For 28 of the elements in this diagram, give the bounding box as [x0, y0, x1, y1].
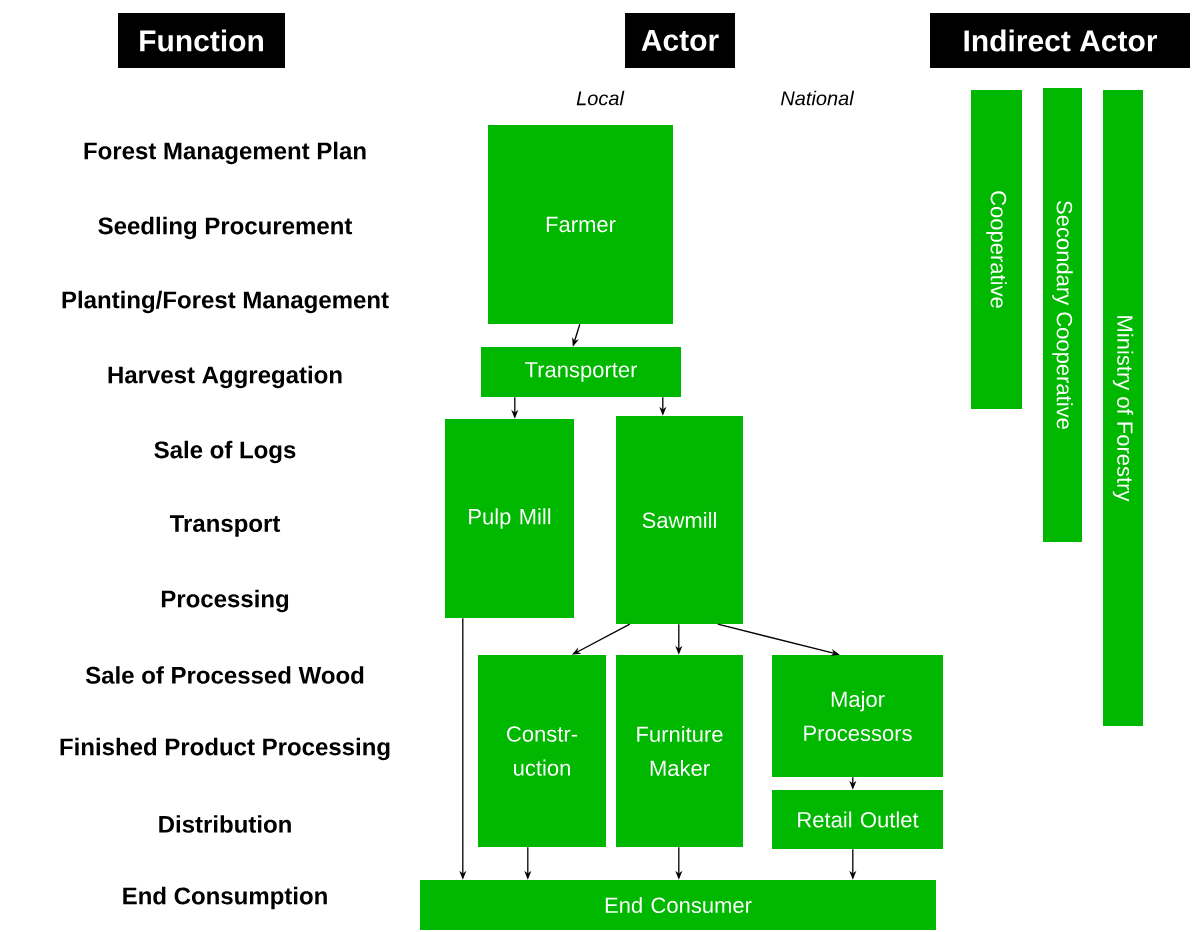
function-label: Finished Product Processing [60, 737, 390, 761]
function-label: Forest Management Plan [84, 141, 366, 165]
actor-box: Sawmill [616, 416, 743, 624]
actor-box: Major Processors [772, 655, 943, 777]
function-label: Processing [161, 589, 289, 613]
function-label: Sale of Processed Wood [85, 666, 364, 684]
function-label: Sale of Logs [154, 440, 296, 464]
actor-box: Furniture Maker [616, 655, 743, 847]
indirect-actor-bar: Secondary Cooperative [1043, 88, 1082, 542]
column-subheading: National [780, 90, 855, 106]
actor-box: Retail Outlet [772, 790, 943, 849]
function-label: Distribution [159, 815, 291, 833]
actor-box: Pulp Mill [445, 419, 574, 618]
column-subheading: Local [576, 90, 625, 106]
column-header: Indirect Actor [930, 13, 1190, 68]
function-label: End Consumption [123, 886, 327, 910]
function-label: Planting/Forest Management [62, 290, 389, 314]
function-label: Transport [169, 515, 281, 537]
column-header: Actor [625, 13, 735, 68]
indirect-actor-bar: Cooperative [971, 90, 1022, 409]
actor-box: Farmer [488, 125, 673, 324]
function-label: Seedling Procurement [98, 216, 353, 240]
function-label: Harvest Aggregation [108, 365, 342, 389]
indirect-actor-bar: Ministry of Forestry [1103, 90, 1143, 726]
actor-box: End Consumer [420, 880, 936, 930]
column-header: Function [118, 13, 285, 68]
actor-box: Transporter [481, 347, 681, 397]
actor-box: Constr-uction [478, 655, 606, 847]
